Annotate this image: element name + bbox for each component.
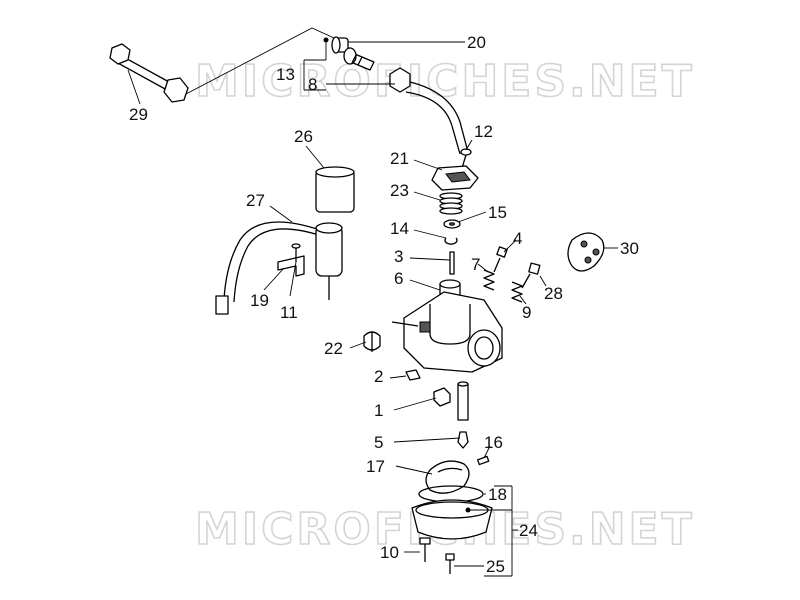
label-26: 26 [294,127,313,146]
label-16: 16 [484,433,503,452]
part-5-float-needle [457,431,469,449]
part-2-jet [405,369,421,381]
label-28: 28 [544,284,563,303]
part-1-jet [433,387,451,407]
label-25: 25 [486,557,505,576]
part-12-screw [460,148,472,169]
part-9-spring [511,281,523,303]
label-4: 4 [513,229,522,248]
part-4-screw [493,246,508,273]
part-27-cable [215,221,323,315]
part-26-cap [315,166,355,213]
part-14-clip [444,237,458,245]
label-18: 18 [488,485,507,504]
label-29: 29 [129,105,148,124]
part-float-bowl [411,499,493,540]
part-23-spring [439,192,463,215]
part-8-screw [343,47,375,71]
label-22: 22 [324,339,343,358]
label-5: 5 [374,433,383,452]
part-22-screw [363,331,381,352]
part-19-bracket [277,255,305,277]
label-2: 2 [374,367,383,386]
part-15-washer [443,219,461,229]
label-10: 10 [380,543,399,562]
part-30-gasket [567,232,605,272]
label-1: 1 [374,401,383,420]
label-27: 27 [246,191,265,210]
part-20-fitting [331,36,349,54]
part-10-screw [419,537,431,562]
part-3-needle [449,251,455,275]
part-28-screw [521,262,541,289]
watermark-top: MICROFICHES.NET [195,56,695,107]
part-17-float [425,460,470,494]
part-fuel-hose [389,67,469,155]
label-9: 9 [522,303,531,322]
part-21-choke-cap [431,165,479,191]
label-24: 24 [519,521,538,540]
part-carburetor-body [391,291,503,373]
label-13: 13 [276,65,295,84]
part-16-pin [476,455,490,466]
label-21: 21 [390,149,409,168]
label-19: 19 [250,291,269,310]
part-emulsion-tube [457,381,469,421]
label-8: 8 [308,75,317,94]
label-11: 11 [280,303,298,322]
label-30: 30 [620,239,639,258]
part-11-screw [291,243,301,262]
label-20: 20 [467,33,486,52]
label-3: 3 [394,247,403,266]
label-6: 6 [394,269,403,288]
label-14: 14 [390,219,409,238]
part-25-screw [445,553,455,574]
part-7-spring [483,269,495,291]
label-23: 23 [390,181,409,200]
label-7: 7 [471,255,480,274]
label-17: 17 [366,457,385,476]
part-29-bolt [109,43,189,103]
part-electric-choke [315,222,343,300]
label-15: 15 [488,203,507,222]
label-12: 12 [474,122,493,141]
